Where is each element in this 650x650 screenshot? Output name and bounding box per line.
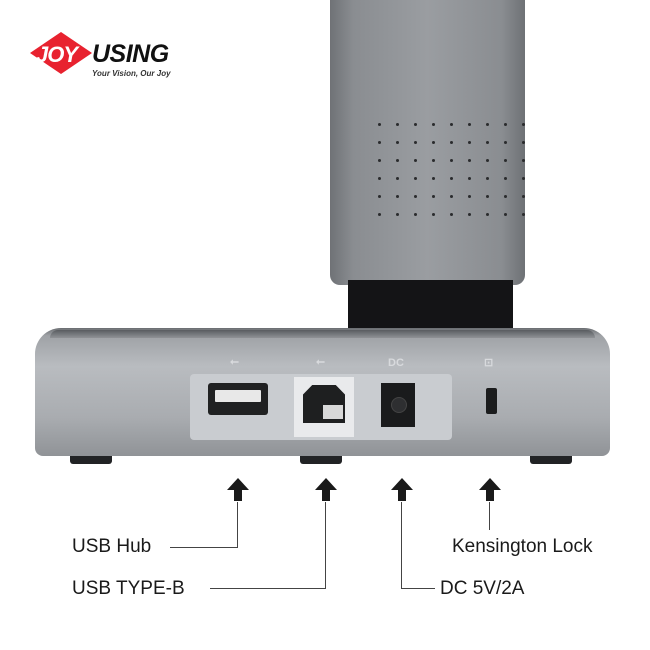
speaker-hole bbox=[522, 213, 525, 216]
speaker-hole bbox=[450, 141, 453, 144]
speaker-hole bbox=[486, 159, 489, 162]
speaker-hole bbox=[504, 195, 507, 198]
speaker-hole bbox=[450, 123, 453, 126]
speaker-hole bbox=[450, 195, 453, 198]
base-foot bbox=[300, 456, 342, 464]
speaker-hole bbox=[378, 123, 381, 126]
speaker-hole bbox=[504, 141, 507, 144]
speaker-hole bbox=[396, 123, 399, 126]
logo-using-text: USING bbox=[92, 40, 169, 68]
callout-usb-hub: USB Hub bbox=[72, 536, 152, 557]
speaker-hole bbox=[396, 213, 399, 216]
speaker-hole bbox=[414, 195, 417, 198]
base-foot bbox=[530, 456, 572, 464]
usb-b-port bbox=[303, 385, 345, 423]
leader-line bbox=[237, 502, 238, 548]
speaker-hole bbox=[522, 123, 525, 126]
speaker-hole bbox=[414, 159, 417, 162]
speaker-hole bbox=[522, 195, 525, 198]
speaker-hole bbox=[486, 123, 489, 126]
arrow-up-icon bbox=[227, 478, 249, 501]
speaker-hole bbox=[432, 195, 435, 198]
speaker-hole bbox=[396, 177, 399, 180]
usb-symbol-icon: ⭠ bbox=[316, 356, 325, 368]
speaker-hole bbox=[414, 141, 417, 144]
callout-dc-power: DC 5V/2A bbox=[440, 578, 525, 599]
lock-symbol-icon: ⊡ bbox=[484, 357, 494, 369]
speaker-hole bbox=[522, 177, 525, 180]
speaker-hole bbox=[432, 141, 435, 144]
speaker-hole bbox=[504, 159, 507, 162]
speaker-hole bbox=[396, 141, 399, 144]
speaker-hole bbox=[468, 195, 471, 198]
speaker-hole bbox=[396, 159, 399, 162]
callout-usb-type-b: USB TYPE-B bbox=[72, 578, 185, 599]
speaker-hole bbox=[504, 213, 507, 216]
callout-kensington-lock: Kensington Lock bbox=[452, 536, 593, 557]
speaker-hole bbox=[486, 195, 489, 198]
usb-a-port bbox=[208, 383, 268, 415]
logo-slogan: Your Vision, Our Joy bbox=[92, 69, 171, 78]
speaker-hole bbox=[486, 177, 489, 180]
speaker-hole bbox=[468, 177, 471, 180]
speaker-hole bbox=[468, 213, 471, 216]
speaker-hole bbox=[414, 213, 417, 216]
speaker-hole bbox=[468, 123, 471, 126]
speaker-hole bbox=[396, 195, 399, 198]
speaker-hole bbox=[450, 213, 453, 216]
speaker-hole bbox=[432, 123, 435, 126]
speaker-hole bbox=[486, 141, 489, 144]
device-arm bbox=[330, 0, 525, 285]
device-base-top bbox=[50, 330, 595, 338]
leader-line bbox=[401, 502, 402, 589]
speaker-hole bbox=[432, 159, 435, 162]
usb-symbol-icon: ⭠ bbox=[230, 356, 239, 368]
dc-symbol-label: DC bbox=[388, 357, 404, 369]
speaker-hole bbox=[432, 177, 435, 180]
speaker-hole bbox=[378, 195, 381, 198]
leader-line bbox=[325, 502, 326, 589]
dc-port-pin bbox=[391, 397, 407, 413]
speaker-hole bbox=[522, 159, 525, 162]
dc-port bbox=[381, 383, 415, 427]
usb-a-port-tongue bbox=[215, 390, 261, 402]
arrow-up-icon bbox=[315, 478, 337, 501]
leader-line bbox=[170, 547, 238, 548]
speaker-hole bbox=[468, 159, 471, 162]
speaker-hole bbox=[486, 213, 489, 216]
speaker-hole bbox=[414, 123, 417, 126]
speaker-hole bbox=[468, 141, 471, 144]
speaker-hole bbox=[432, 213, 435, 216]
speaker-hole bbox=[522, 141, 525, 144]
speaker-hole bbox=[504, 123, 507, 126]
leader-line bbox=[210, 588, 326, 589]
arrow-up-icon bbox=[479, 478, 501, 501]
speaker-hole bbox=[378, 141, 381, 144]
speaker-hole bbox=[504, 177, 507, 180]
speaker-hole bbox=[414, 177, 417, 180]
base-foot bbox=[70, 456, 112, 464]
speaker-hole bbox=[450, 177, 453, 180]
kensington-slot bbox=[486, 388, 497, 414]
brand-logo: JOY USING Your Vision, Our Joy bbox=[30, 28, 190, 88]
speaker-hole bbox=[378, 159, 381, 162]
usb-b-port-tongue bbox=[323, 405, 343, 419]
speaker-hole bbox=[378, 213, 381, 216]
usb-b-port-frame bbox=[294, 377, 354, 437]
logo-joy-text: JOY bbox=[36, 42, 78, 67]
leader-line bbox=[401, 588, 435, 589]
speaker-hole bbox=[450, 159, 453, 162]
leader-line bbox=[489, 502, 490, 530]
speaker-hole bbox=[378, 177, 381, 180]
arrow-up-icon bbox=[391, 478, 413, 501]
